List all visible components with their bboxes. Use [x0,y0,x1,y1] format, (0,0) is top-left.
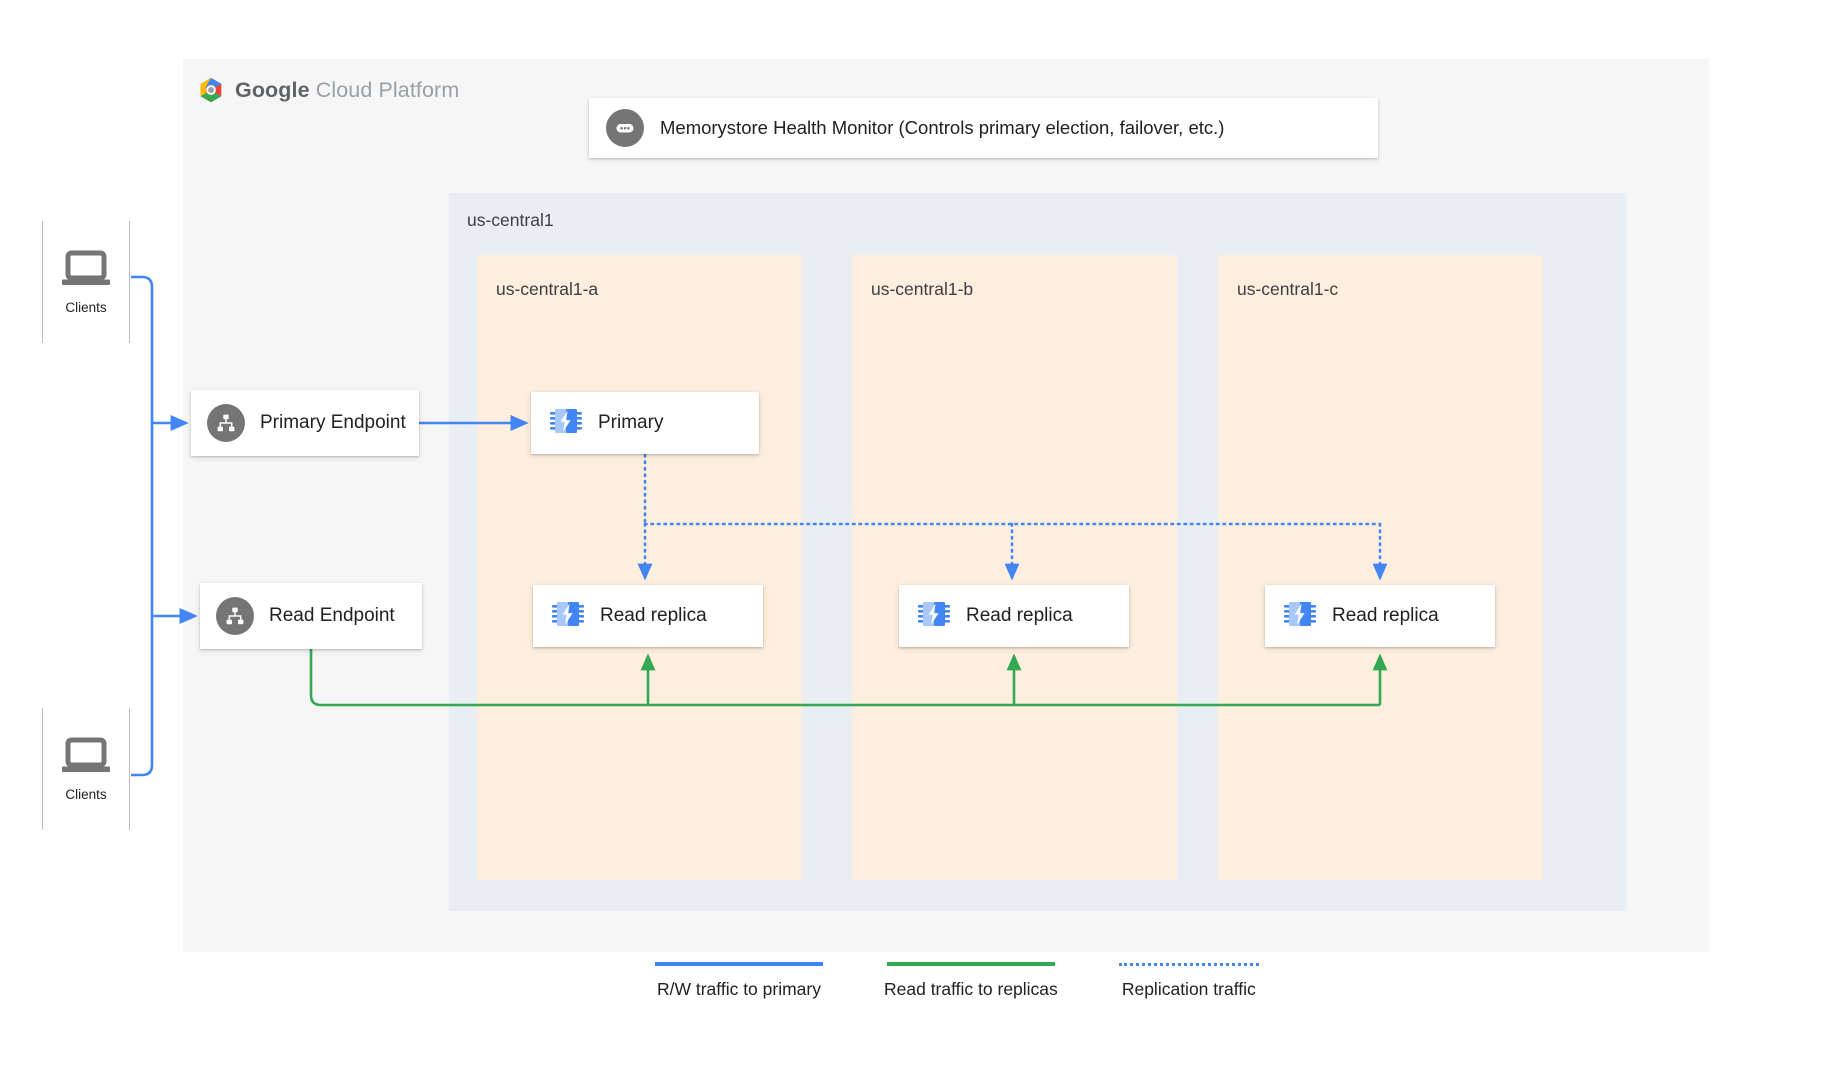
primary-endpoint-label: Primary Endpoint [260,412,406,433]
region-label: us-central1 [467,210,554,230]
zone-us-central1-b: us-central1-b [852,255,1177,880]
zone-label-c: us-central1-c [1237,279,1339,299]
health-monitor-banner[interactable]: Memorystore Health Monitor (Controls pri… [589,98,1378,158]
legend-item-replication-traffic: Replication traffic [1118,962,1259,1000]
memorystore-chip-icon [1282,596,1318,637]
laptop-icon [62,737,110,772]
read-replica-label-c: Read replica [1332,605,1439,626]
legend-label-rw-traffic: R/W traffic to primary [656,978,821,999]
legend-label-read-traffic: Read traffic to replicas [884,978,1058,999]
read-replica-node-a[interactable]: Read replica [533,585,763,647]
legend-item-rw-traffic: R/W traffic to primary [655,962,823,1000]
read-endpoint-label: Read Endpoint [269,605,395,626]
read-endpoint-node[interactable]: Read Endpoint [200,583,422,649]
legend-swatch-green [886,962,1055,966]
zone-label-b: us-central1-b [871,279,974,299]
health-monitor-label: Memorystore Health Monitor (Controls pri… [660,117,1225,138]
legend: R/W traffic to primary Read traffic to r… [655,962,1259,1000]
read-replica-node-b[interactable]: Read replica [899,585,1129,647]
google-cloud-hexagon-icon [200,77,222,103]
zone-label-a: us-central1-a [496,279,599,299]
network-hierarchy-icon [216,597,254,635]
brand-google: Google [235,77,310,102]
primary-node[interactable]: Primary [531,392,759,454]
memorystore-chip-icon [916,596,952,637]
zone-us-central1-a: us-central1-a [477,255,802,880]
brand-cloud-platform: Cloud Platform [315,77,460,102]
legend-swatch-dotted-blue [1118,963,1259,966]
legend-swatch-blue [655,962,823,966]
primary-endpoint-node[interactable]: Primary Endpoint [191,390,419,456]
laptop-icon [62,250,110,285]
zone-us-central1-c: us-central1-c [1218,255,1543,880]
clients-box-top: Clients [42,221,130,343]
read-replica-label-b: Read replica [966,605,1073,626]
read-replica-label-a: Read replica [600,605,707,626]
legend-item-read-traffic: Read traffic to replicas [884,962,1058,1000]
memorystore-chip-icon [548,403,584,444]
memorystore-chip-icon [550,596,586,637]
legend-label-replication-traffic: Replication traffic [1121,979,1256,999]
client-bus-line [131,275,154,777]
clients-label-top: Clients [65,299,107,315]
read-replica-node-c[interactable]: Read replica [1265,585,1495,647]
network-hierarchy-icon [207,404,245,442]
primary-node-label: Primary [598,412,664,433]
clients-label-bottom: Clients [65,786,107,802]
clients-box-bottom: Clients [42,708,130,830]
ellipsis-bubble-icon [606,109,644,147]
google-cloud-platform-logo: Google Cloud Platform [196,75,459,105]
